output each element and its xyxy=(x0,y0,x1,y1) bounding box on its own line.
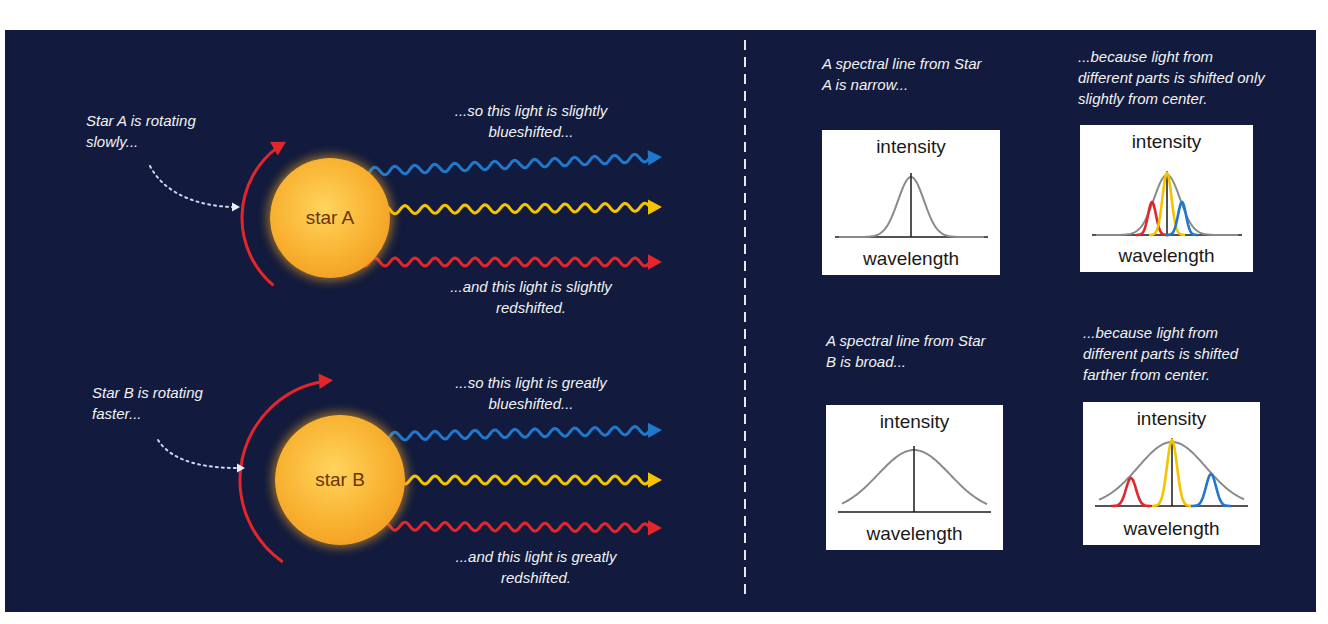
spectrum-graph-box: intensity wavelength xyxy=(826,405,1003,550)
star-name: star B xyxy=(315,469,365,491)
graph-panel xyxy=(826,405,1003,550)
arrow-head xyxy=(648,199,662,214)
arrow-head xyxy=(648,150,662,165)
center-line xyxy=(913,446,915,512)
arrow-head xyxy=(648,472,662,487)
arrow-head xyxy=(232,203,240,212)
axis-title-x: wavelength xyxy=(866,523,962,545)
spectrum-graph-box: intensity wavelength xyxy=(1083,402,1260,545)
caption-text: ...so this light is slightly blueshifted… xyxy=(445,100,617,142)
arrow-head xyxy=(270,142,286,156)
caption-text: ...so this light is greatly blueshifted.… xyxy=(445,372,617,414)
spectrum-graph-box: intensity wavelength xyxy=(822,130,1000,275)
axis-title-y: intensity xyxy=(880,411,950,433)
divider-line xyxy=(744,40,746,600)
caption-text: ...and this light is greatly redshifted. xyxy=(450,546,622,588)
light-wave xyxy=(360,154,650,175)
shifted-component xyxy=(1166,202,1198,235)
light-wave xyxy=(380,476,650,484)
graph-panel xyxy=(1083,402,1260,545)
spectrum-graph-box: intensity wavelength xyxy=(1080,125,1253,272)
axis-title-x: wavelength xyxy=(1123,518,1219,540)
arrow-head xyxy=(648,423,662,438)
axis-title-y: intensity xyxy=(1137,408,1207,430)
caption-text: Star A is rotating slowly... xyxy=(86,110,226,152)
axis-title-y: intensity xyxy=(1132,131,1202,153)
arrow-head xyxy=(648,520,662,535)
shifted-component xyxy=(1152,440,1192,506)
shifted-component xyxy=(1191,474,1231,506)
center-line xyxy=(1166,171,1168,235)
star-name: star A xyxy=(306,207,355,229)
arrow-head xyxy=(237,464,245,473)
graph-panel xyxy=(822,130,1000,275)
axis-title-y: intensity xyxy=(876,136,946,158)
light-wave xyxy=(360,427,650,441)
light-wave xyxy=(360,258,650,266)
light-wave xyxy=(370,203,650,214)
caption-text: ...and this light is slightly redshifted… xyxy=(445,276,617,318)
graph-panel xyxy=(1080,125,1253,272)
axis-title-x: wavelength xyxy=(1118,245,1214,267)
axis-title-x: wavelength xyxy=(863,248,959,270)
center-line xyxy=(1171,438,1173,506)
light-wave xyxy=(370,522,650,532)
center-line xyxy=(910,173,912,237)
caption-text: Star B is rotating faster... xyxy=(92,382,232,424)
background-panel xyxy=(5,30,1316,612)
arrow-head xyxy=(319,374,334,389)
star-disk: star A xyxy=(270,158,390,278)
shifted-component xyxy=(1136,202,1168,235)
star-disk: star B xyxy=(275,415,405,545)
caption-text: A spectral line from Star A is narrow... xyxy=(822,53,982,95)
arrow-head xyxy=(648,254,662,269)
caption-text: ...because light from different parts is… xyxy=(1083,322,1275,385)
shifted-component xyxy=(1111,478,1151,506)
caption-text: ...because light from different parts is… xyxy=(1078,46,1270,109)
caption-text: A spectral line from Star B is broad... xyxy=(826,330,986,372)
leader-line xyxy=(158,440,237,468)
leader-line xyxy=(150,166,232,207)
